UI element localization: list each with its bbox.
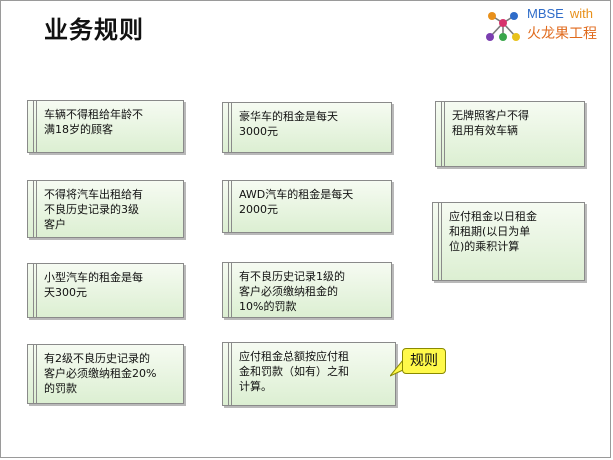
rule-text: 不得将汽车出租给有 不良历史记录的3级 客户 bbox=[44, 188, 143, 231]
rule-text: 车辆不得租给年龄不 满18岁的顾客 bbox=[44, 108, 143, 136]
rule-note[interactable]: 有2级不良历史记录的 客户必须缴纳租金20% 的罚款 bbox=[27, 344, 184, 404]
rule-note[interactable]: 应付租金以日租金 和租期(以日为单 位)的乘积计算 bbox=[432, 202, 585, 281]
rule-text: 应付租金总额按应付租 金和罚款（如有）之和 计算。 bbox=[239, 350, 349, 393]
rule-callout: 规则 bbox=[402, 348, 446, 374]
page-title: 业务规则 bbox=[44, 16, 144, 44]
rule-text: 应付租金以日租金 和租期(以日为单 位)的乘积计算 bbox=[449, 210, 537, 253]
network-logo-icon bbox=[486, 12, 520, 41]
rule-note[interactable]: 不得将汽车出租给有 不良历史记录的3级 客户 bbox=[27, 180, 184, 238]
rule-text: 无牌照客户不得 租用有效车辆 bbox=[452, 109, 529, 137]
rule-text: AWD汽车的租金是每天 2000元 bbox=[239, 188, 354, 216]
rule-note[interactable]: 应付租金总额按应付租 金和罚款（如有）之和 计算。 bbox=[222, 342, 396, 406]
rule-note[interactable]: 小型汽车的租金是每 天300元 bbox=[27, 263, 184, 318]
logo-text-company: 火龙果工程 bbox=[527, 26, 597, 42]
rule-text: 有2级不良历史记录的 客户必须缴纳租金20% 的罚款 bbox=[44, 352, 157, 395]
rule-note[interactable]: 无牌照客户不得 租用有效车辆 bbox=[435, 101, 585, 167]
rule-note[interactable]: AWD汽车的租金是每天 2000元 bbox=[222, 180, 392, 233]
rule-note[interactable]: 豪华车的租金是每天 3000元 bbox=[222, 102, 392, 153]
rule-note[interactable]: 车辆不得租给年龄不 满18岁的顾客 bbox=[27, 100, 184, 153]
rule-text: 有不良历史记录1级的 客户必须缴纳租金的 10%的罚款 bbox=[239, 270, 345, 313]
rule-text: 小型汽车的租金是每 天300元 bbox=[44, 271, 143, 299]
rule-text: 豪华车的租金是每天 3000元 bbox=[239, 110, 338, 138]
rule-note[interactable]: 有不良历史记录1级的 客户必须缴纳租金的 10%的罚款 bbox=[222, 262, 392, 318]
